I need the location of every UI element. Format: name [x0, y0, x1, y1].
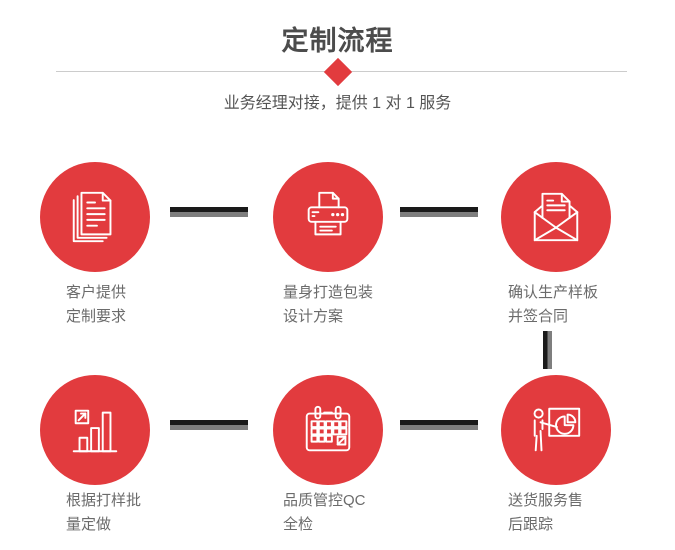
connector-step1-step2	[170, 207, 248, 217]
step-label-6: 送货服务售 后跟踪	[508, 489, 583, 537]
envelope-icon	[533, 192, 579, 242]
step-label-line: 根据打样批	[66, 492, 142, 509]
calendar-icon	[305, 405, 351, 452]
step-circle-2	[273, 162, 383, 272]
step-label-line: 定制要求	[66, 308, 127, 325]
step-label-1: 客户提供 定制要求	[66, 281, 126, 329]
connector-step5-step6	[400, 420, 478, 430]
step-circle-4	[40, 375, 150, 485]
subtitle: 业务经理对接，提供 1 对 1 服务	[223, 95, 452, 112]
step-label-line: 后跟踪	[508, 516, 554, 533]
presenter-icon	[533, 407, 581, 452]
connector-step4-step5	[170, 420, 248, 430]
step-label-4: 根据打样批 量定做	[66, 489, 141, 537]
step-label-5: 品质管控QC 全检	[283, 489, 366, 537]
step-label-line: 并签合同	[508, 308, 569, 325]
step-label-line: 确认生产样板	[508, 284, 599, 301]
page-title: 定制流程	[281, 26, 394, 56]
documents-icon	[72, 191, 112, 243]
step-label-line: 设计方案	[283, 308, 344, 325]
printer-icon	[307, 191, 349, 236]
bar-chart-icon	[72, 409, 118, 453]
step-label-line: 量定做	[66, 516, 112, 533]
step-label-line: 送货服务售	[508, 492, 584, 509]
step-circle-6	[501, 375, 611, 485]
connector-vertical	[543, 331, 552, 369]
step-label-line: 量身打造包装	[283, 284, 374, 301]
step-label-2: 量身打造包装 设计方案	[283, 281, 373, 329]
step-circle-5	[273, 375, 383, 485]
step-label-line: 客户提供	[66, 284, 127, 301]
connector-step2-step3	[400, 207, 478, 217]
step-circle-3	[501, 162, 611, 272]
step-circle-1	[40, 162, 150, 272]
step-label-3: 确认生产样板 并签合同	[508, 281, 598, 329]
step-label-line: 品质管控QC	[283, 492, 366, 509]
diamond-icon	[323, 57, 353, 87]
step-label-line: 全检	[283, 516, 314, 533]
